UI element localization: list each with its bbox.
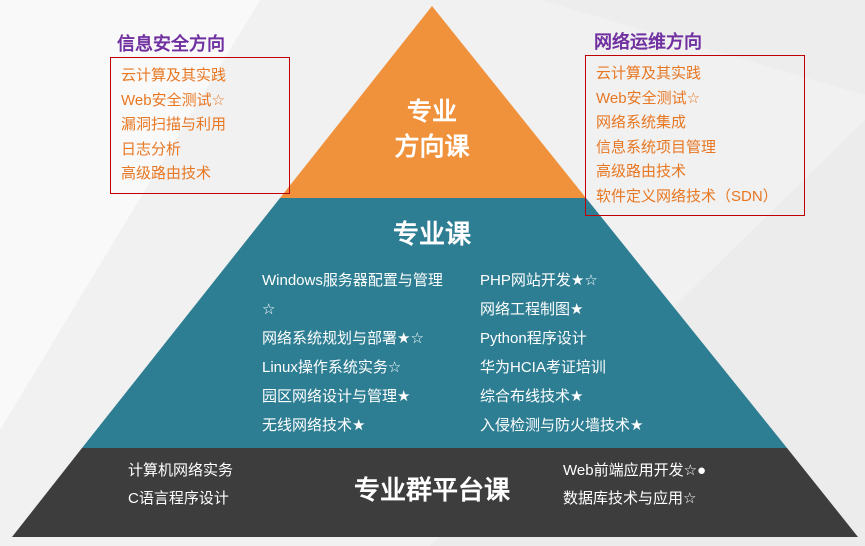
course-item: 数据库技术与应用☆ — [563, 490, 697, 507]
pyramid-middle-level — [82, 198, 787, 448]
course-item: 网络系统规划与部署★☆ — [262, 330, 424, 347]
course-item: 入侵检测与防火墙技术★ — [480, 417, 644, 434]
course-item: 网络工程制图★ — [480, 301, 584, 318]
course-item: Linux操作系统实务☆ — [262, 359, 402, 376]
middle-level-label: 专业课 — [392, 219, 471, 249]
left-direction-item: 漏洞扫描与利用 — [121, 116, 227, 133]
bottom-left-course-list: 计算机网络实务 C语言程序设计 — [128, 457, 233, 513]
course-item: Windows服务器配置与管理☆ — [262, 272, 443, 318]
top-level-label-line2: 方向课 — [394, 133, 470, 161]
right-direction-item: 信息系统项目管理 — [596, 138, 717, 156]
right-direction-item: 云计算及其实践 — [596, 65, 702, 82]
middle-right-course-column: PHP网站开发★☆ 网络工程制图★ Python程序设计 华为HCIA考证培训 … — [480, 266, 690, 440]
pyramid-bottom-level — [12, 448, 858, 537]
pyramid-top-level — [280, 6, 586, 198]
left-direction-title: 信息安全方向 — [117, 34, 225, 54]
course-item: 华为HCIA考证培训 — [480, 359, 606, 376]
background-shape — [540, 0, 865, 95]
course-item: 园区网络设计与管理★ — [262, 388, 411, 405]
right-direction-item: 网络系统集成 — [596, 114, 687, 131]
course-item: C语言程序设计 — [128, 490, 229, 507]
right-direction-box: 云计算及其实践 Web安全测试☆ 网络系统集成 信息系统项目管理 高级路由技术 … — [585, 55, 805, 216]
course-item: 计算机网络实务 — [128, 462, 234, 479]
bottom-level-label: 专业群平台课 — [353, 475, 510, 505]
middle-left-course-column: Windows服务器配置与管理☆ 网络系统规划与部署★☆ Linux操作系统实务… — [262, 266, 448, 440]
right-direction-item: 高级路由技术 — [596, 163, 687, 180]
top-level-label-line1: 专业 — [406, 98, 457, 126]
left-direction-item: 云计算及其实践 — [121, 67, 227, 84]
course-item: 综合布线技术★ — [480, 388, 584, 405]
left-direction-item: 高级路由技术 — [121, 165, 212, 182]
background-shape — [0, 0, 260, 430]
left-direction-item: Web安全测试☆ — [121, 91, 226, 109]
left-direction-item: 日志分析 — [121, 140, 182, 158]
right-direction-title: 网络运维方向 — [594, 32, 702, 52]
course-item: Python程序设计 — [480, 330, 587, 347]
left-direction-box: 云计算及其实践 Web安全测试☆ 漏洞扫描与利用 日志分析 高级路由技术 — [110, 57, 290, 194]
course-item: PHP网站开发★☆ — [480, 272, 598, 289]
bottom-right-course-list: Web前端应用开发☆● 数据库技术与应用☆ — [563, 457, 706, 513]
course-item: Web前端应用开发☆● — [563, 462, 707, 479]
top-level-label: 专业 方向课 — [347, 95, 517, 165]
right-direction-item: Web安全测试☆ — [596, 89, 701, 107]
right-direction-item: 软件定义网络技术（SDN） — [596, 187, 778, 205]
course-item: 无线网络技术★ — [262, 417, 366, 434]
